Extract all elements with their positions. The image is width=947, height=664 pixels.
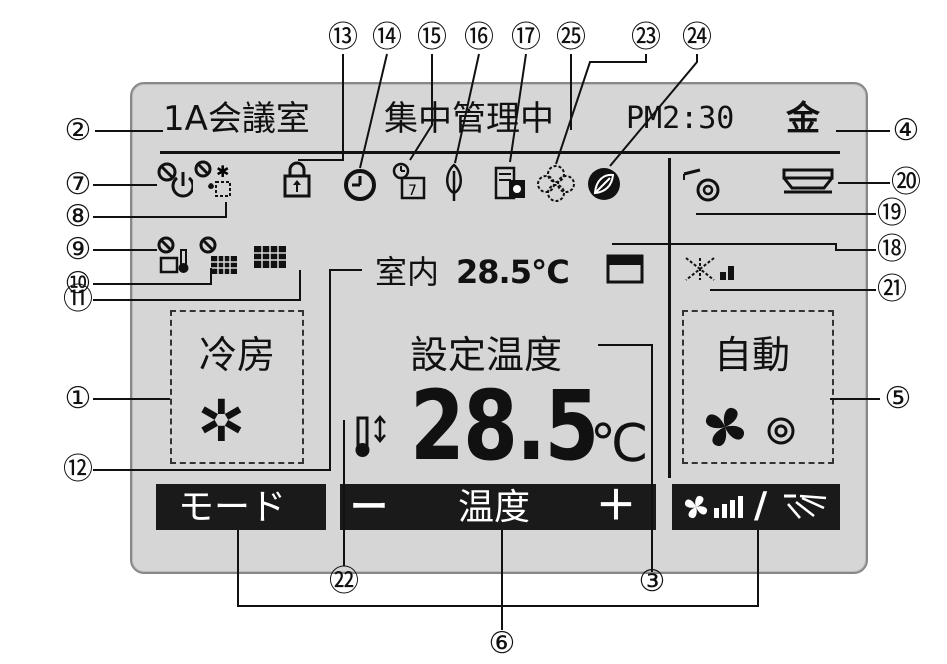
temp-button-label: 温度 — [458, 487, 531, 528]
fan-icon — [705, 407, 745, 447]
callout-7: ⑦ — [64, 167, 92, 202]
temp-button-bar: ー 温度 ＋ — [340, 484, 656, 530]
central-control-status: 集中管理中 — [384, 99, 554, 139]
callout-10: ⑩ — [64, 266, 92, 301]
mode-prohibited-icon: ✱ — [194, 160, 231, 197]
fan-vane-separator: / — [754, 485, 768, 526]
energy-saving-icon — [446, 163, 462, 201]
vane-airflow-icon — [683, 168, 720, 202]
callout-2: ② — [64, 113, 92, 148]
fan-label: 自動 — [714, 333, 791, 377]
auto-vane-icon — [767, 417, 795, 445]
set-temp-value: 28.5 — [410, 370, 599, 482]
indoor-unit-icon — [782, 168, 834, 194]
timer-clock-icon — [344, 169, 376, 201]
on-off-prohibited-icon — [157, 162, 193, 198]
weekday: 金 — [786, 99, 820, 139]
fan-vane-button[interactable]: / — [672, 484, 840, 530]
callout-11: ⑪ — [63, 282, 93, 317]
callout-18: ⑱ — [877, 232, 907, 267]
callout-21: ㉑ — [877, 272, 907, 307]
callout-24: ㉔ — [682, 20, 712, 55]
thermometer-icon — [355, 415, 386, 457]
filter-icon — [254, 246, 286, 268]
callout-20: ⑳ — [891, 165, 921, 200]
filter-sign-icon — [494, 166, 525, 200]
callout-1: ① — [64, 381, 92, 416]
mode-button[interactable]: モード — [156, 484, 326, 530]
temp-setting-prohibited-icon — [157, 236, 189, 274]
callout-9: ⑨ — [64, 232, 92, 267]
callout-8: ⑧ — [64, 199, 92, 234]
header-underline — [160, 151, 840, 154]
room-temp-label: 室内 — [375, 253, 440, 291]
callout-16: ⑯ — [464, 20, 494, 55]
ventilation-icon — [685, 257, 734, 281]
callout-19: ⑲ — [877, 196, 907, 231]
callout-15: ⑮ — [417, 20, 447, 55]
callout-23: ㉓ — [631, 20, 661, 55]
temp-up-button[interactable]: ＋ — [596, 483, 636, 529]
room-temp-value: 28.5℃ — [456, 253, 570, 291]
sensor-indicator-icon — [606, 254, 644, 284]
callout-13: ⑬ — [328, 20, 358, 55]
set-temp-label: 設定温度 — [410, 333, 563, 377]
callout-14: ⑭ — [372, 20, 402, 55]
callout-17: ⑰ — [511, 20, 541, 55]
svg-text:7: 7 — [408, 183, 417, 199]
panel-divider — [668, 158, 671, 478]
weekly-timer-icon: 7 — [392, 162, 426, 200]
callout-5: ⑤ — [884, 381, 912, 416]
callout-3: ③ — [638, 564, 666, 599]
callout-6: ⑥ — [488, 626, 516, 661]
callout-25: ㉕ — [556, 20, 586, 55]
leaf-circle-icon — [588, 168, 620, 200]
clock: PM2:30 — [626, 101, 735, 136]
cool-snowflake-icon: ✲ — [197, 387, 246, 455]
flower-ventilation-icon — [537, 165, 575, 202]
fan-select-box[interactable] — [682, 310, 834, 464]
filter-reset-prohibited-icon — [199, 236, 237, 274]
svg-text:✱: ✱ — [216, 162, 229, 181]
callout-12: ⑫ — [63, 452, 93, 487]
lock-icon — [283, 161, 311, 198]
callout-22: ㉒ — [329, 564, 359, 599]
vane-swing-icon — [784, 494, 827, 519]
fan-speed-icon — [684, 495, 743, 519]
mode-label: 冷房 — [199, 333, 276, 377]
temp-down-button[interactable]: ー — [350, 485, 389, 529]
mode-button-label: モード — [178, 487, 287, 528]
room-name: 1A会議室 — [163, 99, 310, 139]
set-temp-unit: ℃ — [590, 414, 649, 474]
callout-4: ④ — [892, 113, 920, 148]
mode-select-box[interactable] — [170, 310, 304, 464]
